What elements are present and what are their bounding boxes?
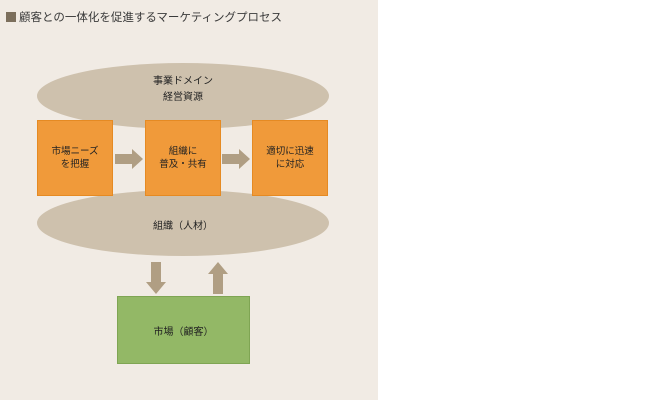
process-box-line: に対応	[275, 159, 305, 170]
business-domain-ellipse: 事業ドメイン 経営資源	[37, 63, 329, 129]
process-box-line: 組織に	[168, 146, 198, 157]
business-domain-label: 事業ドメイン	[153, 76, 213, 87]
process-box-share: 組織に 普及・共有	[145, 120, 221, 196]
market-label: 市場（顧客）	[153, 326, 214, 338]
down-arrow-icon	[146, 262, 166, 294]
market-box: 市場（顧客）	[117, 296, 250, 364]
title-text: 顧客との一体化を促進するマーケティングプロセス	[19, 10, 283, 24]
process-box-respond: 適切に迅速 に対応	[252, 120, 328, 196]
up-arrow-icon	[208, 262, 228, 294]
process-box-line: 市場ニーズ	[51, 146, 99, 157]
title-square-icon	[6, 12, 16, 22]
organization-label: 組織（人材）	[153, 221, 213, 232]
process-box-line: 普及・共有	[159, 159, 207, 170]
organization-ellipse: 組織（人材）	[37, 190, 329, 256]
process-box-line: を把握	[60, 159, 90, 170]
diagram-title: 顧客との一体化を促進するマーケティングプロセス	[6, 10, 282, 24]
right-arrow-icon	[222, 149, 250, 169]
process-box-line: 適切に迅速	[266, 146, 314, 157]
right-arrow-icon	[115, 149, 143, 169]
management-resources-label: 経営資源	[163, 92, 203, 103]
process-box-grasp-needs: 市場ニーズ を把握	[37, 120, 113, 196]
diagram-panel: 顧客との一体化を促進するマーケティングプロセス 事業ドメイン 経営資源 組織（人…	[0, 0, 378, 400]
